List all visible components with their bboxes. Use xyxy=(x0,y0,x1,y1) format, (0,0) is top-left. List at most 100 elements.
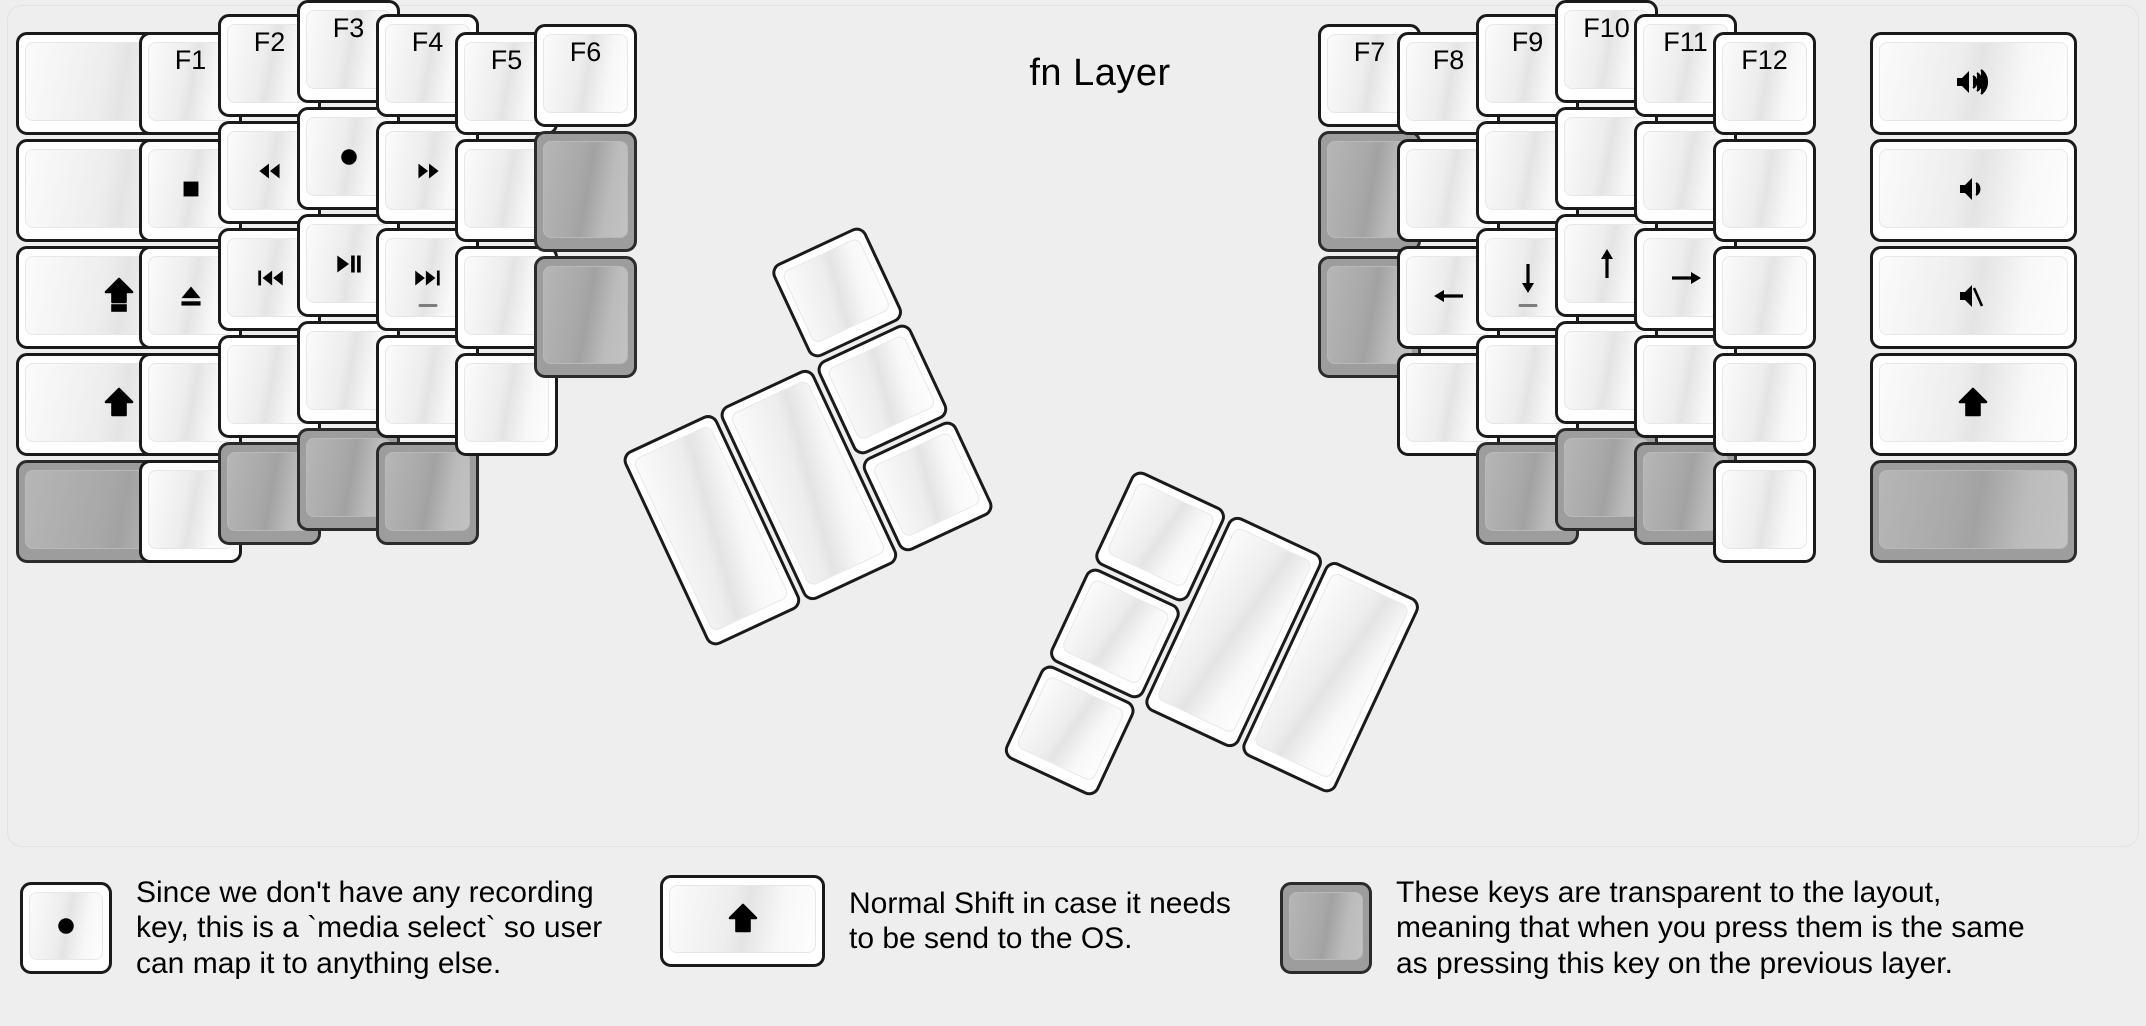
arrow-up-icon xyxy=(1600,248,1613,278)
volume-up-icon xyxy=(1954,67,1992,97)
rewind-icon xyxy=(253,154,287,188)
key-legend-text: F10 xyxy=(1583,13,1630,43)
key-legend-text: F1 xyxy=(174,45,207,75)
key-legend-text: F9 xyxy=(1511,27,1544,57)
keycap-face xyxy=(543,141,628,239)
key-legend-text: F7 xyxy=(1353,37,1386,67)
stop-icon xyxy=(174,172,208,206)
key-legend-text: F4 xyxy=(411,27,444,57)
keycap-face xyxy=(1879,149,2068,228)
legend-text-1: Normal Shift in case it needs to be send… xyxy=(849,886,1231,955)
key-right-pinky-0[interactable]: F12 xyxy=(1713,32,1816,135)
keycap-face xyxy=(871,430,982,539)
eject-icon xyxy=(174,279,208,313)
record-icon xyxy=(49,909,83,943)
keycap-face: F12 xyxy=(1722,42,1807,121)
play-pause-icon xyxy=(332,247,366,281)
keycap-face xyxy=(385,452,470,531)
mute-icon xyxy=(1960,284,1984,307)
caps-lock-shift-icon xyxy=(104,277,134,312)
key-legend-text: F6 xyxy=(569,37,602,67)
keycap-face xyxy=(826,333,937,442)
key-left-inner-2[interactable] xyxy=(534,256,637,378)
legend-text-0: Since we don't have any recording key, t… xyxy=(136,876,603,980)
record-icon xyxy=(58,918,74,934)
previous-track-icon xyxy=(257,270,283,285)
arrow-left-icon xyxy=(1432,282,1466,310)
rewind-icon xyxy=(258,163,280,178)
homing-bar xyxy=(1518,304,1537,307)
legend-section: Since we don't have any recording key, t… xyxy=(0,855,2146,1026)
volume-down-icon xyxy=(1957,174,1989,204)
keycap-face xyxy=(464,363,549,442)
key-legend-text: F12 xyxy=(1741,45,1788,75)
record-icon xyxy=(332,140,366,174)
key-right-pinky-4[interactable] xyxy=(1713,460,1816,563)
shift-icon xyxy=(728,903,757,933)
keycap-face xyxy=(1722,363,1807,442)
key-right-pinky-outer-4[interactable] xyxy=(1870,460,2077,563)
key-right-pinky-outer-3[interactable] xyxy=(1870,353,2077,456)
keycap-face xyxy=(1722,470,1807,549)
arrow-down-icon xyxy=(1521,263,1534,293)
legend-key-sample-2 xyxy=(1280,882,1372,975)
shift-icon xyxy=(104,387,134,416)
next-track-icon xyxy=(414,270,440,285)
arrow-right-icon xyxy=(1669,264,1703,292)
shift-icon xyxy=(727,902,759,936)
key-legend-text: F8 xyxy=(1432,45,1465,75)
record-icon xyxy=(340,148,357,165)
legend-key-sample-0 xyxy=(20,882,112,975)
key-legend-text: F3 xyxy=(332,13,365,43)
stop-icon xyxy=(183,181,198,196)
arrow-up-icon xyxy=(1593,247,1621,281)
page-title: fn Layer xyxy=(1029,52,1171,94)
key-right-pinky-1[interactable] xyxy=(1713,139,1816,242)
arrow-left-icon xyxy=(1433,289,1463,302)
key-left-inner-1[interactable] xyxy=(534,131,637,253)
shift-icon xyxy=(103,386,135,420)
mute-icon xyxy=(1957,281,1989,311)
legend-item-0: Since we don't have any recording key, t… xyxy=(20,875,602,981)
arrow-down-icon xyxy=(1514,261,1542,295)
eject-icon xyxy=(180,285,201,306)
homing-bar xyxy=(418,304,437,307)
fast-forward-icon xyxy=(417,163,439,178)
keycap-face xyxy=(1722,256,1807,335)
shift-icon xyxy=(1958,387,1988,416)
legend-text-2: These keys are transparent to the layout… xyxy=(1396,876,2025,980)
keycap-face xyxy=(1879,363,2068,442)
key-left-inner-0[interactable]: F6 xyxy=(534,24,637,127)
key-right-pinky-outer-2[interactable] xyxy=(1870,246,2077,349)
keycap-face xyxy=(543,266,628,364)
key-legend-text: F5 xyxy=(490,45,523,75)
key-right-pinky-2[interactable] xyxy=(1713,246,1816,349)
keycap-face xyxy=(1879,470,2068,549)
keycap-face xyxy=(781,236,892,345)
key-right-pinky-3[interactable] xyxy=(1713,353,1816,456)
legend-key-sample-1 xyxy=(660,875,825,967)
keycap-face: F6 xyxy=(543,34,628,113)
key-legend-text: F2 xyxy=(253,27,286,57)
legend-item-2: These keys are transparent to the layout… xyxy=(1280,875,2025,981)
arrow-right-icon xyxy=(1671,271,1701,284)
play-pause-icon xyxy=(336,255,361,272)
key-left-index-4[interactable] xyxy=(376,442,479,545)
legend-item-1: Normal Shift in case it needs to be send… xyxy=(660,875,1231,967)
caps-lock-shift-icon xyxy=(103,277,135,315)
keycap-face xyxy=(1879,42,2068,121)
keycap-face xyxy=(1879,256,2068,335)
next-track-icon xyxy=(411,261,445,295)
keycap-face xyxy=(29,892,103,961)
key-right-pinky-outer-0[interactable] xyxy=(1870,32,2077,135)
keycap-face xyxy=(1289,892,1363,961)
keycap-face xyxy=(1722,149,1807,228)
keycap-face xyxy=(669,885,816,953)
key-right-pinky-outer-1[interactable] xyxy=(1870,139,2077,242)
fast-forward-icon xyxy=(411,154,445,188)
previous-track-icon xyxy=(253,261,287,295)
volume-down-icon xyxy=(1960,177,1981,200)
key-legend-text: F11 xyxy=(1663,27,1708,57)
volume-up-icon xyxy=(1957,68,1989,95)
shift-icon xyxy=(1957,386,1989,420)
